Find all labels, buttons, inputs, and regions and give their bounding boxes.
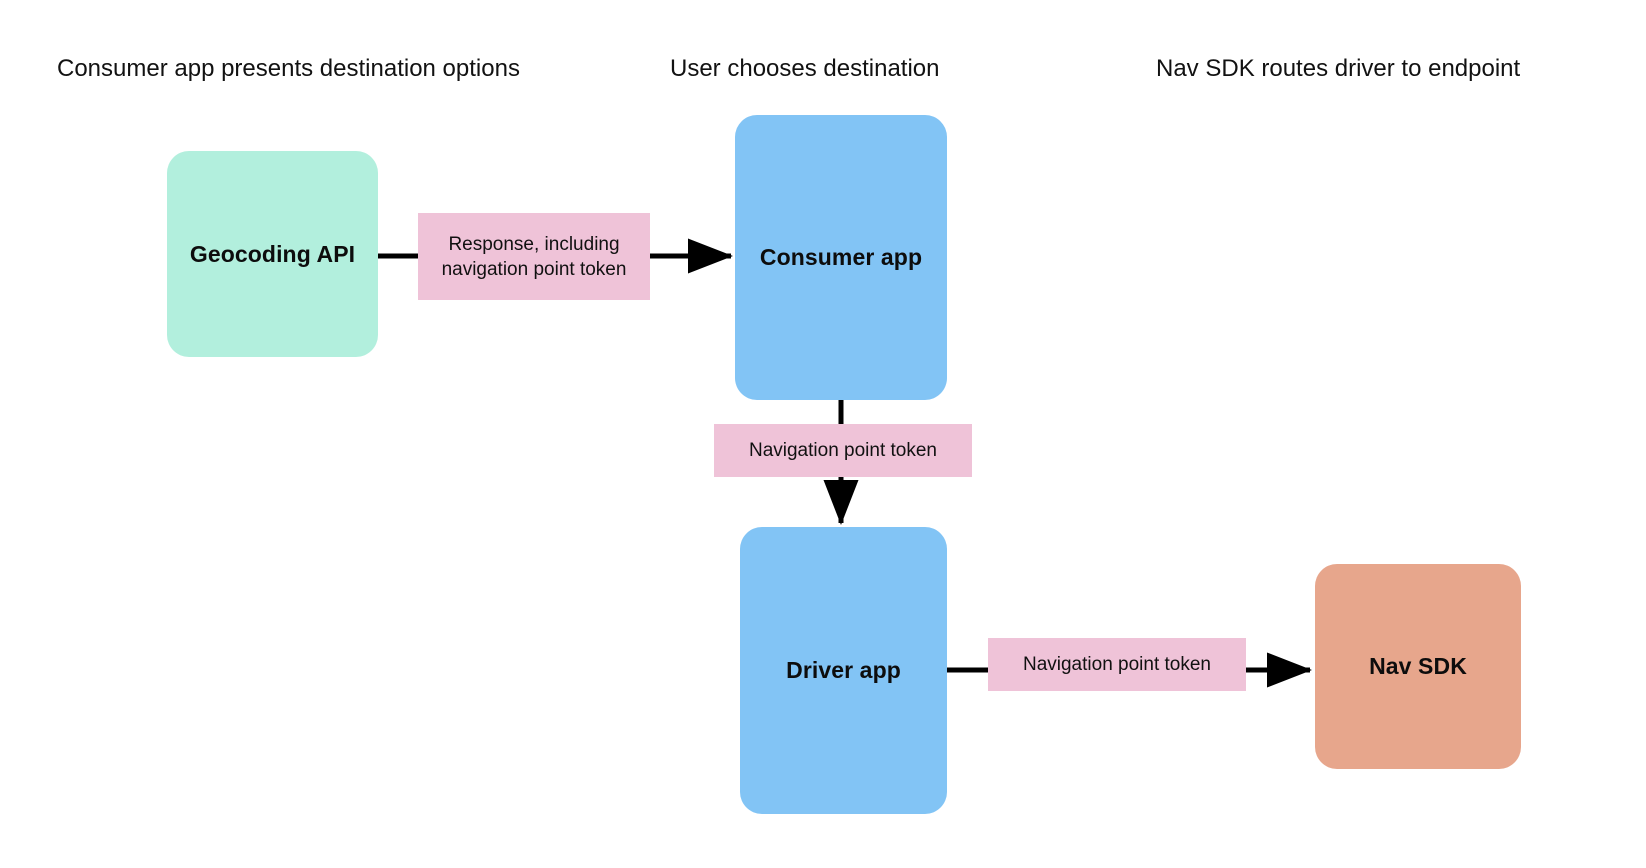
edge-label-token-horizontal-text: Navigation point token [1022, 654, 1211, 675]
node-geocoding-api-label: Geocoding API [189, 240, 356, 267]
column-header-consumer-app-presents: Consumer app presents destination option… [57, 55, 520, 82]
node-nav-sdk[interactable]: Nav SDK [1315, 564, 1521, 769]
node-driver-app-label: Driver app [786, 657, 901, 683]
node-consumer-app[interactable]: Consumer app [735, 115, 947, 400]
edge-label-token-vertical-text: Navigation point token [748, 440, 937, 461]
edge-label-navigation-point-token-horizontal: Navigation point token [988, 638, 1246, 691]
node-consumer-app-label: Consumer app [759, 244, 923, 270]
column-header-user-chooses: User chooses destination [670, 55, 940, 82]
edge-label-response-text: Response, including navigation point tok… [441, 233, 627, 280]
node-geocoding-api[interactable]: Geocoding API [167, 151, 378, 357]
edge-label-navigation-point-token-vertical: Navigation point token [714, 424, 972, 477]
edge-label-response-including-token: Response, including navigation point tok… [418, 213, 650, 300]
node-driver-app[interactable]: Driver app [740, 527, 947, 814]
node-nav-sdk-label: Nav SDK [1369, 653, 1467, 679]
column-header-nav-sdk-routes: Nav SDK routes driver to endpoint [1156, 55, 1521, 82]
